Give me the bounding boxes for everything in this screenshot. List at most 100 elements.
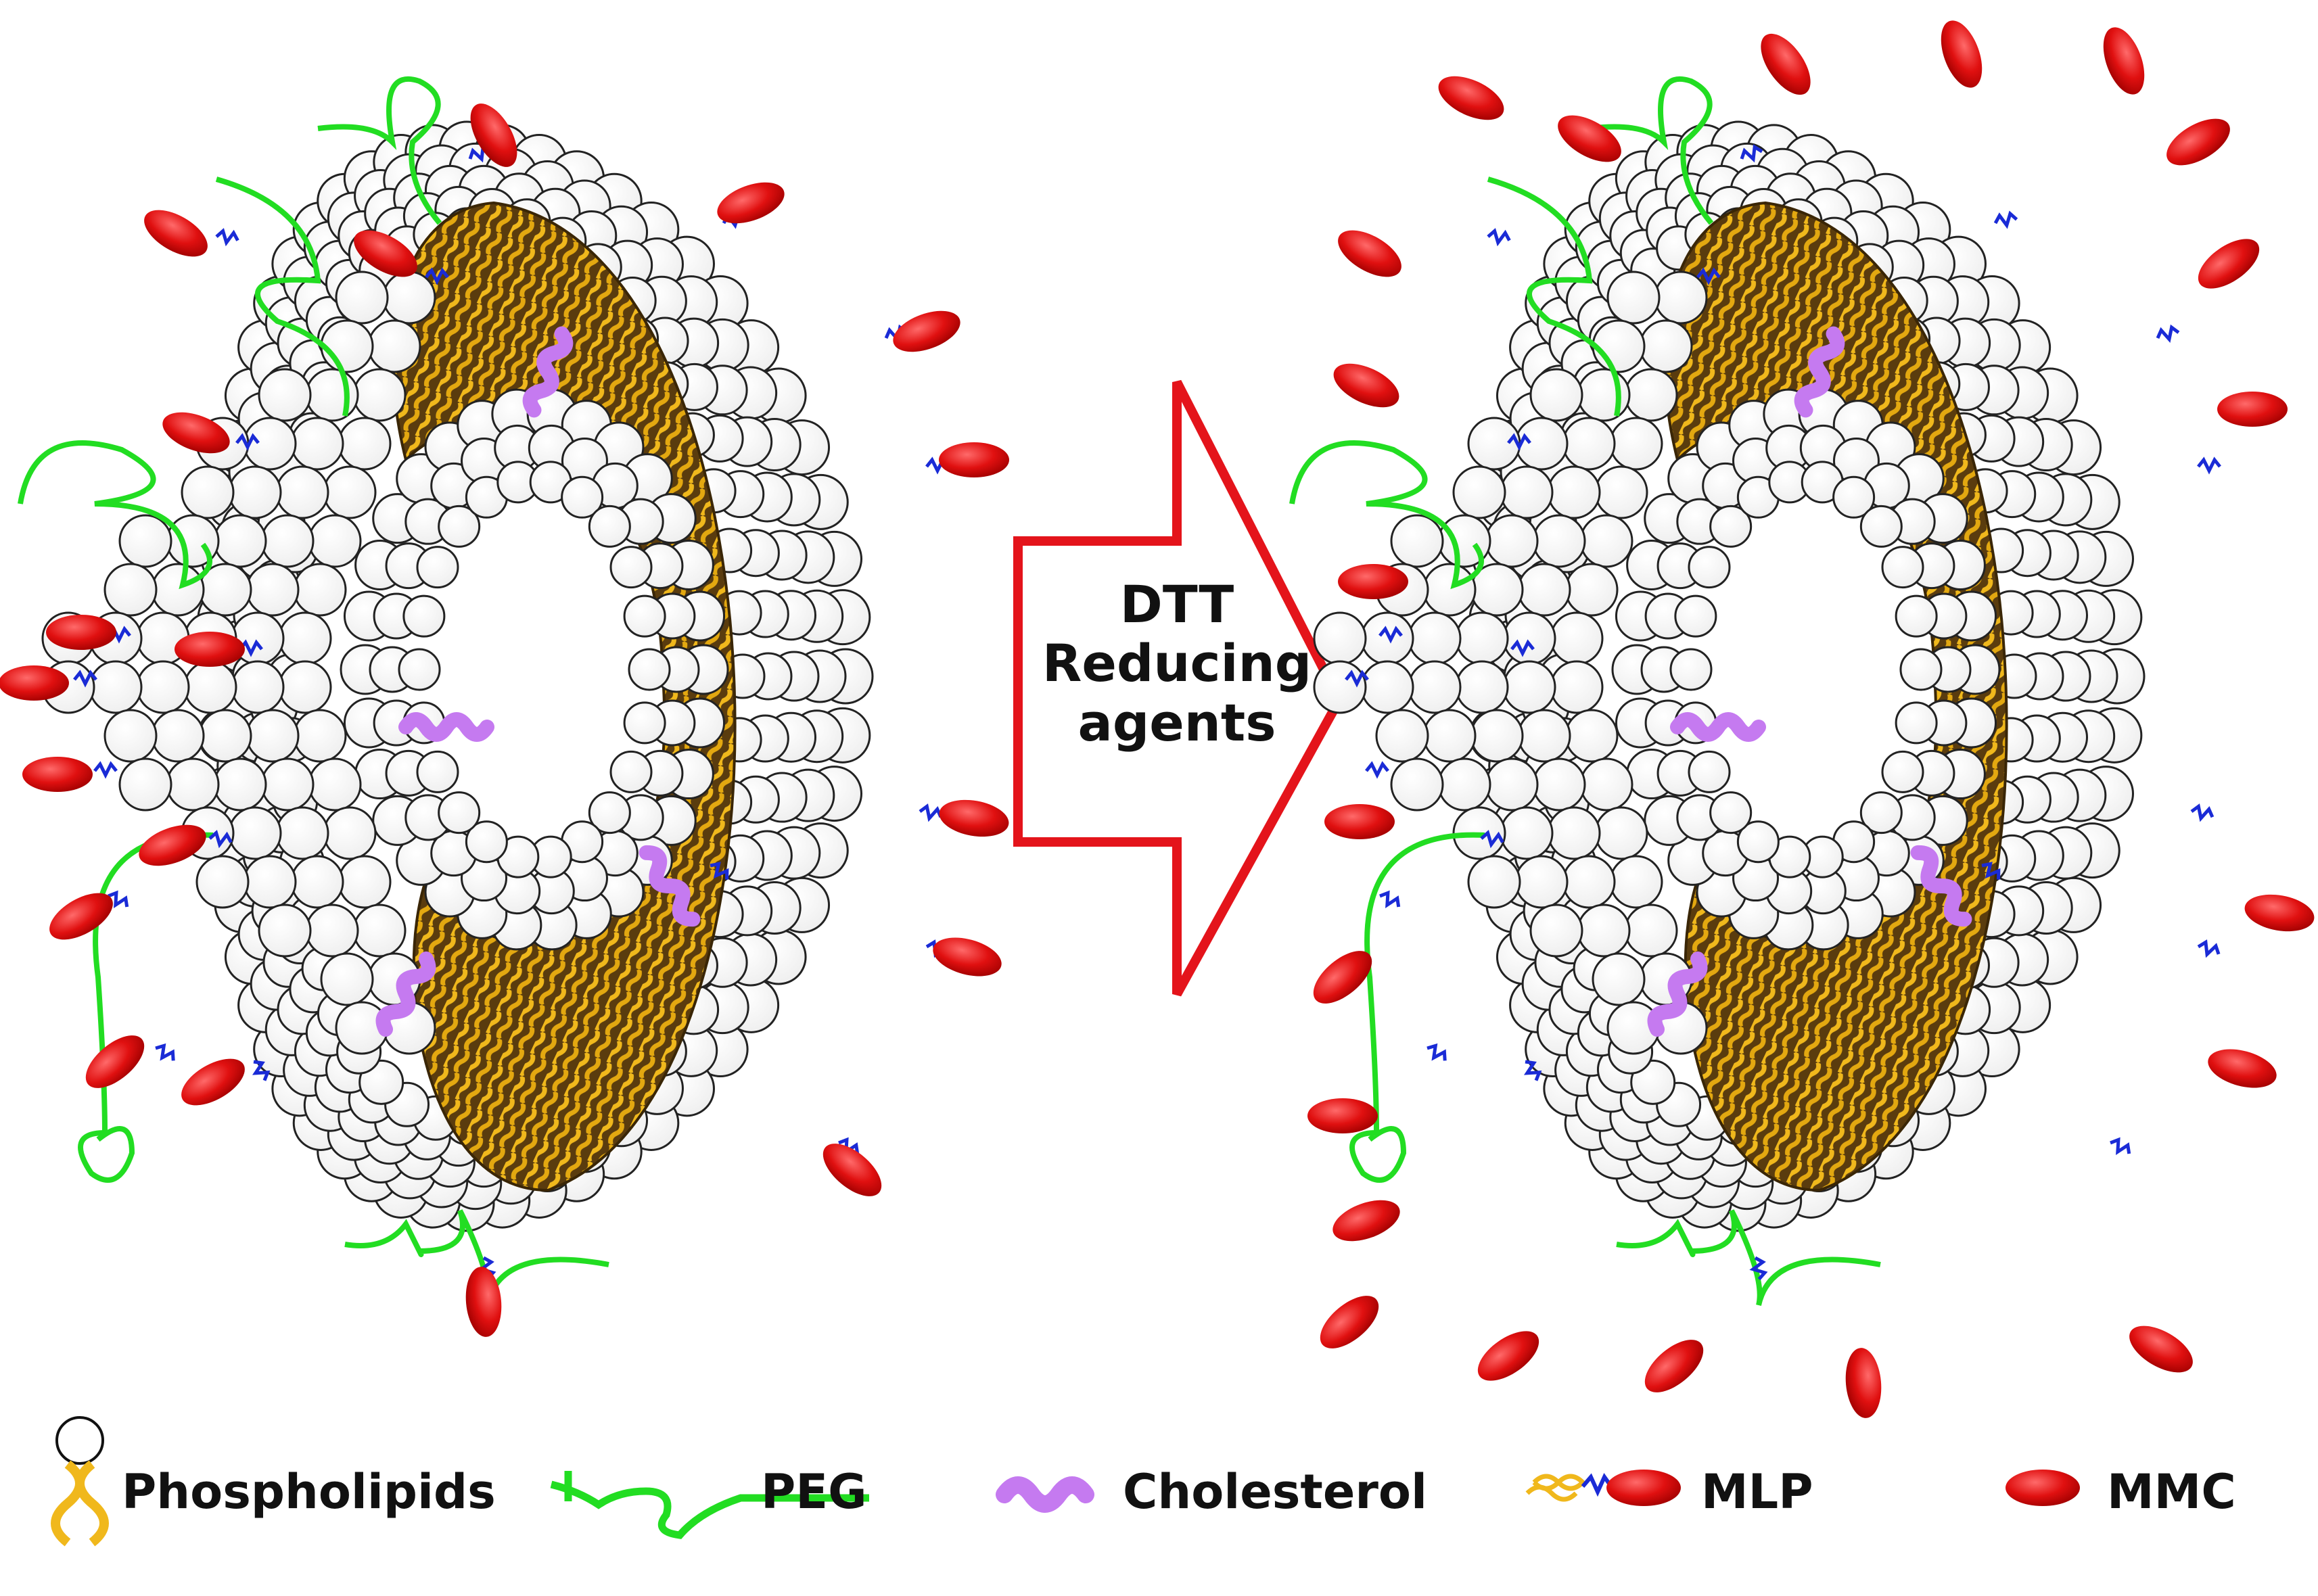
phospholipid-head <box>1500 806 1554 860</box>
linker-icon <box>919 803 943 822</box>
peg-chain-icon <box>317 76 442 225</box>
phospholipid-head <box>1529 368 1583 422</box>
linker-icon <box>1510 639 1535 657</box>
phospholipid-head <box>588 504 631 548</box>
linker-icon <box>93 761 118 779</box>
phospholipid-head <box>260 514 315 568</box>
phospholipid-head <box>1895 594 1938 638</box>
phospholipid-head <box>243 417 297 471</box>
peg-chain-icon <box>1616 1209 1881 1306</box>
released-mmc <box>1338 230 1401 277</box>
phospholipid-head <box>623 701 666 745</box>
mmc-legend-icon <box>2006 1470 2080 1506</box>
attached-mmc <box>893 310 960 352</box>
phospholipid-head <box>243 855 297 909</box>
phospholipid-head <box>1859 504 1903 548</box>
attached-mmc <box>465 1267 502 1337</box>
attached-mmc <box>354 230 417 277</box>
cholesterol-legend-icon <box>996 1476 1094 1513</box>
phospholipid-head <box>151 709 205 763</box>
phospholipid-head <box>320 319 374 373</box>
released-mmc <box>2166 118 2230 166</box>
attached-mmc <box>46 615 116 650</box>
phospholipid-head <box>338 417 392 471</box>
phospholipid-head <box>1577 368 1631 422</box>
phospholipid-head <box>181 465 235 519</box>
phospholipid-head <box>1639 319 1693 373</box>
phospholipid-head <box>166 757 220 812</box>
front-headgroup-cap <box>1313 271 1708 1055</box>
legend <box>51 1416 2080 1547</box>
phospholipid-head <box>1514 417 1569 471</box>
phospholipid-head <box>1514 855 1569 909</box>
linker-icon <box>155 1043 175 1061</box>
phospholipid-head <box>1360 611 1414 665</box>
inner-headgroup-ring <box>340 388 729 951</box>
released-mmc <box>1313 951 1372 1004</box>
phospholipid-head <box>246 709 300 763</box>
linker-icon <box>1696 267 1721 285</box>
phospholipid-head <box>1562 417 1616 471</box>
peg-chain-icon <box>1589 76 1714 225</box>
released-mmc <box>2103 27 2145 95</box>
arrow-label: DTT Reducing agents <box>1028 575 1326 753</box>
phospholipid-head <box>1422 709 1477 763</box>
phospholipid-head <box>1375 709 1429 763</box>
phospholipid-head <box>231 660 285 714</box>
phospholipid-head <box>258 903 312 958</box>
dtt-arrow <box>1013 379 1345 997</box>
phospholipid-head <box>260 757 315 812</box>
phospholipid-head <box>352 368 407 422</box>
peg-legend-icon <box>550 1471 869 1539</box>
phospholipid-head <box>323 465 377 519</box>
peg-chain-icon <box>1289 440 1484 590</box>
phospholipid-head <box>438 791 481 835</box>
phospholipid-head <box>1470 709 1524 763</box>
phospholipid-head <box>1577 903 1631 958</box>
legend-mlp-label: MLP <box>1701 1464 1813 1520</box>
linker-icon <box>1981 862 2001 880</box>
released-mmc <box>1761 33 1811 95</box>
linker-icon <box>73 670 97 688</box>
released-mmc <box>2244 894 2315 932</box>
liposome-with-mmc <box>0 76 1009 1337</box>
cholesterol-molecules <box>1647 326 1972 1037</box>
legend-peg-label: PEG <box>761 1464 867 1520</box>
phospholipid-head <box>103 709 158 763</box>
released-mmc-molecules <box>1307 20 2315 1418</box>
phospholipid-head <box>1594 806 1648 860</box>
released-mmc <box>1307 1098 1378 1133</box>
phospholipid-head <box>1532 757 1586 812</box>
phospholipid-head <box>1579 757 1633 812</box>
released-mmc <box>1332 1200 1400 1242</box>
released-mmc <box>1845 1348 1882 1418</box>
phospholipid-head <box>1624 903 1678 958</box>
phospholipid-head <box>1592 952 1646 1006</box>
phospholipid-head <box>402 594 446 638</box>
released-mmc <box>1941 20 1983 88</box>
attached-mmc <box>175 632 245 667</box>
linker-icon <box>1749 1256 1768 1281</box>
cholesterol-icon <box>522 326 574 418</box>
phospholipid-head <box>1630 1059 1676 1105</box>
phospholipid-head <box>1899 648 1943 691</box>
cholesterol-icon <box>1794 326 1845 418</box>
phospholipid-head <box>103 563 158 617</box>
phospholipid-head <box>246 563 300 617</box>
released-mmc <box>2198 239 2260 289</box>
phospholipid-head <box>352 903 407 958</box>
phospholipid-head <box>1467 417 1521 471</box>
phospholipid-head <box>278 611 332 665</box>
phospholipid-head <box>1609 855 1663 909</box>
phospholipid-head <box>623 594 666 638</box>
phospholipid-head <box>1624 368 1678 422</box>
arrow-label-reducing: Reducing <box>1042 633 1312 694</box>
phospholipid-head <box>1502 611 1556 665</box>
phospholipid-head <box>228 806 282 860</box>
phospholipid-head <box>1455 660 1509 714</box>
phospholipid-head <box>338 855 392 909</box>
cholesterol-icon <box>375 952 436 1037</box>
phospholipid-head <box>1669 648 1713 691</box>
released-mmc <box>1324 804 1395 839</box>
phospholipid-head <box>1688 546 1731 589</box>
